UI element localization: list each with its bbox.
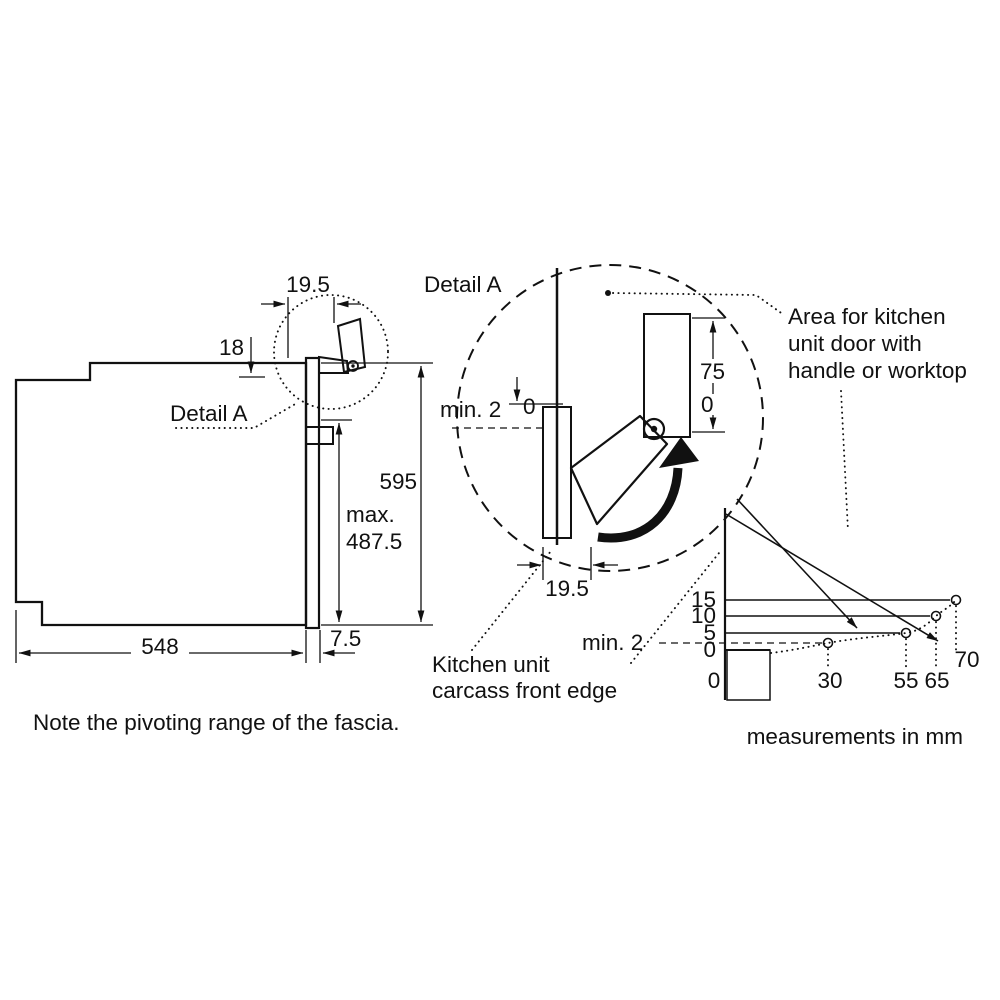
hinge-arm xyxy=(318,355,350,374)
x-label-65: 65 xyxy=(924,668,949,693)
detail-a-title: Detail A xyxy=(424,272,502,297)
min2-level-label: min. 2 xyxy=(582,630,643,655)
curve-point-30 xyxy=(822,637,834,649)
detail-a-callout-circle xyxy=(273,294,389,410)
y-label-10: 10 xyxy=(691,603,716,628)
dim-7-5: 7.5 xyxy=(319,626,361,663)
label-mask xyxy=(131,635,189,660)
dim-value: 19.5 xyxy=(545,576,589,601)
oven-door-panel xyxy=(304,356,321,630)
label-mask xyxy=(696,394,718,415)
pivot-range-chart: 15 10 5 0 min. 2 0 30 55 65 70 measureme… xyxy=(582,508,980,749)
x-label-55: 55 xyxy=(893,668,918,693)
x-label-70: 70 xyxy=(954,647,979,672)
curve-point-55 xyxy=(900,627,912,639)
carcass-label-line1: Kitchen unit xyxy=(432,652,550,677)
area-annotation: Area for kitchen unit door with handle o… xyxy=(605,290,967,532)
oven-body-outline xyxy=(14,361,308,627)
detail-a-label: Detail A xyxy=(170,401,248,426)
range-pointer-arrow-2 xyxy=(725,513,939,642)
dim-18: 18 xyxy=(219,335,265,378)
pivot-motion-arrow xyxy=(597,467,683,543)
curve-point-70 xyxy=(950,594,962,606)
dim-min-2: min. 2 0 xyxy=(440,377,563,429)
x-label-0: 0 xyxy=(708,668,721,693)
detail-a-circle xyxy=(456,264,764,572)
hinge-pivot-center xyxy=(351,364,355,368)
area-leader xyxy=(612,292,785,316)
y-label-15: 15 xyxy=(691,587,716,612)
leader-dot xyxy=(605,290,611,296)
dim-value: 548 xyxy=(141,634,179,659)
pivot-envelope-curve xyxy=(770,599,957,654)
dim-value: 18 xyxy=(219,335,244,360)
lower-bracket xyxy=(305,426,334,445)
oven-side-view: Detail A 19.5 18 595 max. 487.5 xyxy=(14,272,433,735)
detail-hinge-pivot-center xyxy=(650,425,658,433)
curve-point-65 xyxy=(930,610,942,622)
area-label-line2: unit door with xyxy=(788,331,922,356)
x-label-30: 30 xyxy=(817,668,842,693)
dim-value: 595 xyxy=(379,469,417,494)
dim-value: 7.5 xyxy=(330,626,361,651)
area-label-line1: Area for kitchen xyxy=(788,304,946,329)
detail-a-view: Detail A 75 0 min. 2 0 xyxy=(424,264,967,703)
oven-fascia-panel xyxy=(542,406,572,539)
area-leader-down xyxy=(840,390,849,532)
dim-max-487-5: max. 487.5 xyxy=(321,419,402,623)
detail-hinge-arm xyxy=(569,414,669,526)
hinge-pivot xyxy=(347,360,359,372)
fascia-piece xyxy=(336,317,367,374)
dim-75: 75 0 xyxy=(692,317,729,433)
carcass-leader-2 xyxy=(630,552,720,664)
carcass-leader xyxy=(471,550,552,651)
dim-value-line1: max. xyxy=(346,502,395,527)
area-label-line3: handle or worktop xyxy=(788,358,967,383)
dim-value: 75 xyxy=(700,359,725,384)
range-pointer-arrow-1 xyxy=(736,498,858,629)
zero-label: 0 xyxy=(701,392,714,417)
y-label-5: 5 xyxy=(703,620,716,645)
zero-label: 0 xyxy=(523,394,536,419)
carcass-annotation: Kitchen unit carcass front edge xyxy=(432,550,720,703)
dim-548: 548 xyxy=(15,610,307,663)
detail-hinge-pivot xyxy=(642,417,666,441)
chart-carcass-block xyxy=(726,649,771,701)
min-gap-label: min. 2 xyxy=(440,397,501,422)
label-mask xyxy=(697,359,729,383)
dim-19-5-detail: 19.5 xyxy=(517,547,618,601)
dim-19-5-top: 19.5 xyxy=(261,272,361,358)
y-label-0: 0 xyxy=(703,637,716,662)
pivot-motion-arrowhead xyxy=(659,437,699,468)
note-text: Note the pivoting range of the fascia. xyxy=(33,710,399,735)
units-note: measurements in mm xyxy=(747,724,963,749)
dim-value-line2: 487.5 xyxy=(346,529,402,554)
dim-595: 595 xyxy=(321,362,433,626)
kitchen-door-panel xyxy=(643,313,691,438)
dim-value: 19.5 xyxy=(286,272,330,297)
carcass-label-line2: carcass front edge xyxy=(432,678,617,703)
